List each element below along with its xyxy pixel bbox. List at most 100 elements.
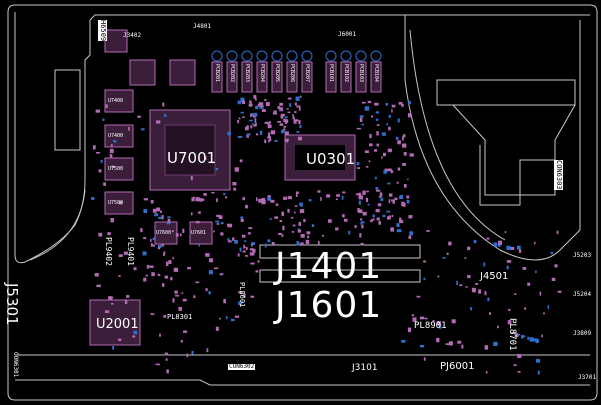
label-con6302[interactable]: CON6302 (228, 363, 256, 370)
label-pcb-10[interactable]: PCB104 (373, 64, 379, 83)
smd-part (554, 264, 558, 268)
smd-part (294, 205, 298, 207)
pcb-part[interactable] (211, 61, 223, 93)
label-pl8601[interactable]: PL8601 (238, 282, 246, 308)
smd-part (383, 170, 387, 174)
pcb-part[interactable] (301, 61, 313, 93)
smd-part (375, 189, 381, 192)
label-pl8901[interactable]: PL8901 (414, 321, 447, 331)
smd-part (360, 221, 365, 224)
smd-part (529, 337, 534, 342)
smd-part (539, 291, 542, 296)
label-pl9401[interactable]: PL9401 (126, 237, 135, 266)
label-h6509[interactable]: H6509 (98, 20, 107, 42)
label-j4801[interactable]: J4801 (193, 23, 212, 30)
label-memory-4[interactable]: U7600 (156, 230, 172, 236)
label-j4501[interactable]: J4501 (480, 271, 509, 282)
label-u7001[interactable]: U7001 (167, 149, 217, 167)
via-circle (325, 50, 337, 62)
label-j5203[interactable]: J5203 (573, 252, 592, 259)
smd-part (527, 336, 529, 341)
smd-part (94, 273, 99, 277)
smd-part (359, 233, 362, 238)
label-j6001[interactable]: J6001 (338, 31, 357, 38)
label-memory-0[interactable]: U7400 (108, 98, 124, 104)
label-j3402[interactable]: J3402 (123, 32, 142, 39)
smd-part (111, 165, 115, 168)
pcb-part[interactable] (241, 61, 253, 93)
label-pl9402[interactable]: PL9402 (104, 237, 113, 266)
label-memory-5[interactable]: U7601 (191, 230, 207, 236)
smd-part (396, 223, 400, 227)
label-con6303[interactable]: CON6303 (554, 160, 563, 190)
label-j1401[interactable]: J1401 (275, 246, 383, 287)
label-pcb-8[interactable]: PCB102 (343, 64, 349, 83)
via-circle (271, 50, 283, 62)
smd-part (259, 106, 264, 109)
smd-part (157, 247, 161, 250)
label-pcb-2[interactable]: PCB203 (244, 64, 250, 83)
label-memory-1[interactable]: U7400 (108, 133, 124, 139)
label-j1601[interactable]: J1601 (275, 285, 383, 326)
label-pcb-4[interactable]: PCB205 (274, 64, 280, 83)
smd-part (436, 337, 440, 343)
smd-part (517, 353, 522, 359)
label-memory-2[interactable]: U7500 (108, 166, 124, 172)
smd-part (154, 213, 159, 217)
smd-part (448, 241, 452, 246)
smd-part (459, 284, 463, 287)
smd-part (166, 261, 169, 266)
label-pcb-9[interactable]: PCB103 (358, 64, 364, 83)
label-con6301[interactable]: CON6301 (12, 352, 19, 378)
label-pl8701[interactable]: PL8701 (507, 318, 517, 351)
pcb-part[interactable] (256, 61, 268, 93)
board-outline (7, 4, 598, 401)
label-u0301[interactable]: U0301 (306, 150, 356, 168)
label-pj6001[interactable]: PJ6001 (440, 361, 475, 372)
label-memory-3[interactable]: U7500 (108, 200, 124, 206)
label-pcb-1[interactable]: PCB202 (229, 64, 235, 83)
label-pcb-5[interactable]: PCB206 (289, 64, 295, 83)
label-j3809[interactable]: J3809 (573, 330, 592, 337)
smd-part (171, 230, 174, 233)
label-j5301[interactable]: J5301 (3, 283, 21, 326)
smd-part (186, 353, 189, 357)
smd-part (401, 201, 405, 207)
smd-part (242, 100, 245, 104)
smd-part (376, 124, 380, 126)
label-pcb-3[interactable]: PCB204 (259, 64, 265, 83)
label-pcb-7[interactable]: PCB101 (328, 64, 334, 83)
pcb-part[interactable] (355, 61, 367, 93)
smd-part (506, 265, 509, 270)
smd-part (268, 124, 272, 129)
label-pcb-6[interactable]: PCB207 (304, 64, 310, 83)
pcb-part[interactable] (370, 61, 382, 93)
pcb-part[interactable] (286, 61, 298, 93)
smd-part (104, 310, 110, 313)
smd-part (402, 143, 407, 148)
smd-part (227, 223, 232, 227)
smd-part (411, 314, 414, 317)
smd-part (358, 200, 361, 205)
pcb-part[interactable] (340, 61, 352, 93)
label-u2001[interactable]: U2001 (96, 317, 139, 332)
pcb-part[interactable] (271, 61, 283, 93)
label-j3101[interactable]: J3101 (352, 363, 378, 373)
smd-part (155, 363, 160, 366)
smd-part (254, 118, 257, 123)
smd-part (95, 109, 100, 113)
smd-part (292, 224, 296, 227)
smd-part (484, 291, 487, 296)
smd-part (133, 267, 137, 271)
label-j3701[interactable]: J3701 (578, 374, 597, 381)
smd-part (219, 317, 221, 320)
pcb-part[interactable] (226, 61, 238, 93)
label-j5204[interactable]: J5204 (573, 291, 592, 298)
smd-part (387, 182, 391, 185)
label-pcb-0[interactable]: PCB201 (214, 64, 220, 83)
pcb-part[interactable] (325, 61, 337, 93)
smd-part (243, 240, 247, 242)
smd-part (536, 358, 540, 363)
label-pl8301[interactable]: PL8301 (167, 313, 193, 321)
